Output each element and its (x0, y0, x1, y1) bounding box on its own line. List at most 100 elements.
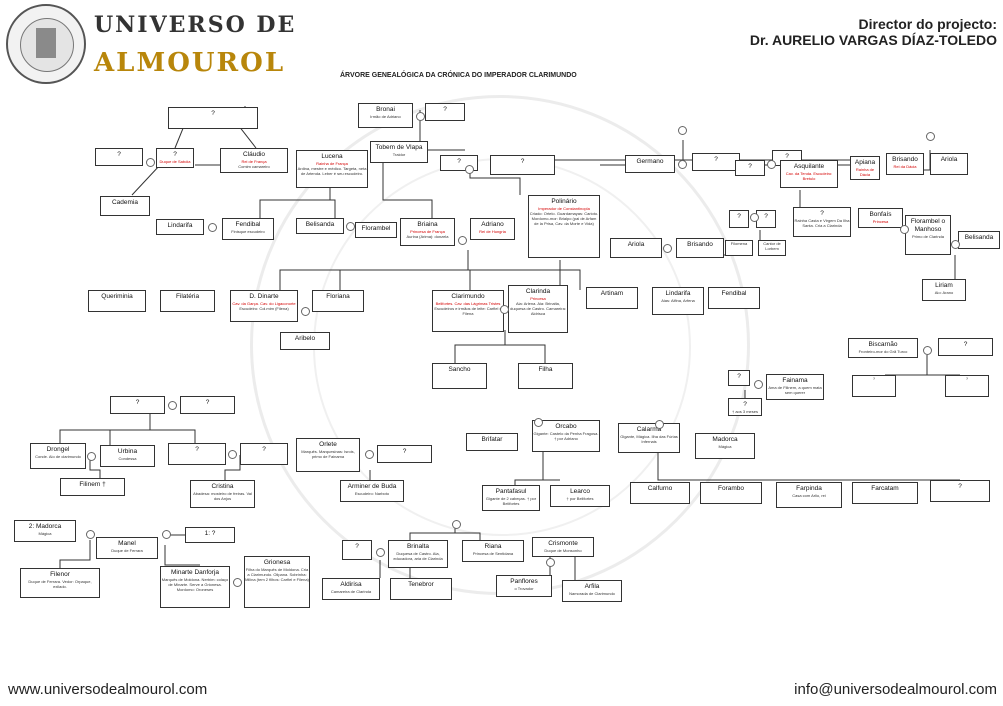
node-fendibal-left: FendibalFinisque escudeiro (222, 218, 274, 240)
marriage-ring-icon (923, 346, 932, 355)
node-desc: † aos 3 meses (729, 409, 761, 414)
node-filha: Filha (518, 363, 573, 389)
node-name: Bonfaís (859, 211, 902, 219)
node-name: Arminer de Buda (341, 483, 403, 491)
node-name: Brisando (887, 156, 923, 164)
node-name: Biscarnão (849, 341, 917, 349)
node-name: Madorca (696, 436, 754, 444)
node-arminer: Arminer de BudaEscudeiro: Narboto (340, 480, 404, 502)
node-name: Tobem de Vlapa (371, 144, 427, 152)
node-clarinda: ClarindaPrincesaAia: Arlena. Aia: Brinal… (508, 285, 568, 333)
node-learco: Learco† por Belifortes (550, 485, 610, 507)
node-name: Cristina (191, 483, 254, 491)
node-bonfais: BonfaísPrincesa (858, 208, 903, 228)
node-desc: Aias: Alfina, Arfena (653, 298, 703, 303)
node-name: Filatéria (161, 293, 214, 301)
node-ariola-top: Ariola (930, 153, 968, 175)
node-question-left2: ? (110, 396, 165, 414)
marriage-ring-icon (233, 578, 242, 587)
node-ariola-mid: Ariola (610, 238, 662, 258)
node-question-left: ? (95, 148, 143, 166)
node-desc: Namorada de Clarimundo (563, 591, 621, 596)
node-brisando-mid: Brisando (676, 238, 724, 258)
node-biscarnao-spouse: ? (938, 338, 993, 356)
node-name: Pantafasul (483, 488, 539, 496)
node-queriminia: Queriminia (88, 290, 146, 312)
marriage-ring-icon (900, 225, 909, 234)
node-red-title: Duque de Sabóia (157, 159, 193, 164)
footer-email[interactable]: info@universodealmourol.com (794, 681, 997, 698)
node-name: ? (491, 158, 554, 166)
node-desc: Irmão de Adriano (359, 114, 412, 119)
node-name: Apiana (851, 159, 879, 167)
node-orlete-spouse: ? (377, 445, 432, 463)
marriage-ring-icon (750, 213, 759, 222)
node-madorca-mid: MadorcaMágica (695, 433, 755, 459)
node-name: Aldirisa (323, 581, 379, 589)
node-red-title: Rainha de Dácia (851, 167, 879, 177)
node-question-3meses: ?† aos 3 meses (728, 398, 762, 416)
marriage-ring-icon (465, 165, 474, 174)
marriage-ring-icon (663, 244, 672, 253)
node-name: ? (853, 376, 895, 381)
node-name: Briaina (401, 221, 454, 229)
footer-website[interactable]: www.universodealmourol.com (8, 681, 207, 698)
node-desc: Aurina (Arima): donzela (401, 234, 454, 239)
node-name: Farpinda (777, 485, 841, 493)
node-madorca-left: 2: MadorcaMágica (14, 520, 76, 542)
node-question-right1: ? (692, 153, 740, 171)
node-belisanda-right: Belisanda (958, 231, 1000, 249)
node-desc: Aio: Arano (923, 290, 965, 295)
marriage-ring-icon (376, 548, 385, 557)
node-artinam: Artinam (586, 287, 638, 309)
node-red-title: Princesa (859, 219, 902, 224)
marriage-ring-icon (534, 418, 543, 427)
node-brifatar: Brifatar (466, 433, 518, 451)
node-name: Learco (551, 488, 609, 496)
node-desc: Ama de Filinem, a quem mata sem querer (767, 385, 823, 395)
node-1q: 1: ? (185, 527, 235, 543)
node-name: Brifatar (467, 436, 517, 444)
node-name: ? (343, 543, 371, 551)
node-name: ? (111, 399, 164, 407)
node-question-small1: ? (852, 375, 896, 397)
node-name: ? (426, 106, 464, 114)
node-lindarifa-mid: LindarifaAias: Alfina, Arfena (652, 287, 704, 315)
node-apiana: ApianaRainha de Dácia (850, 156, 880, 180)
node-name: Florambel o Manhoso (906, 218, 950, 234)
node-fendibal-mid: Fendibal (708, 287, 760, 309)
marriage-ring-icon (926, 132, 935, 141)
marriage-ring-icon (168, 401, 177, 410)
node-crismonte: CrismonteDuque de Monsonho (532, 537, 594, 557)
node-name: ? (736, 163, 764, 171)
node-desc: Mágica (696, 444, 754, 449)
node-germano: Germano (625, 155, 675, 173)
node-orlete: OrleteMarquês. Marquesinas: Isrois, prim… (296, 438, 360, 472)
node-name: ? (730, 213, 748, 221)
node-name: 1: ? (186, 530, 234, 538)
node-name: Farcatam (853, 485, 917, 493)
node-name: Panflores (497, 578, 551, 586)
node-belisanda-left: Belisanda (296, 218, 344, 234)
marriage-ring-icon (228, 450, 237, 459)
node-name: ? (931, 483, 989, 491)
marriage-ring-icon (678, 160, 687, 169)
node-question-left3: ? (180, 396, 235, 414)
node-question-fainama: ? (728, 370, 750, 386)
marriage-ring-icon (146, 158, 155, 167)
node-desc: Abadesa: mosteiro de freiras. Val dos An… (191, 491, 254, 501)
marriage-ring-icon (87, 452, 96, 461)
node-name: Floriana (313, 293, 363, 301)
node-question-mid2: ? (490, 155, 555, 175)
node-arfila: ArfilaNamorada de Clarimundo (562, 580, 622, 602)
marriage-ring-icon (546, 558, 555, 567)
node-desc: Criado: Ortelo. Guardamayas: Carioto. Mo… (529, 211, 599, 226)
node-forambo: Forambo (700, 482, 762, 504)
node-red-title: Rei da Dácia (887, 164, 923, 169)
node-name: ? (169, 446, 225, 454)
node-question-ur2: ? (240, 443, 288, 465)
node-name: Clarimundo (433, 293, 503, 301)
